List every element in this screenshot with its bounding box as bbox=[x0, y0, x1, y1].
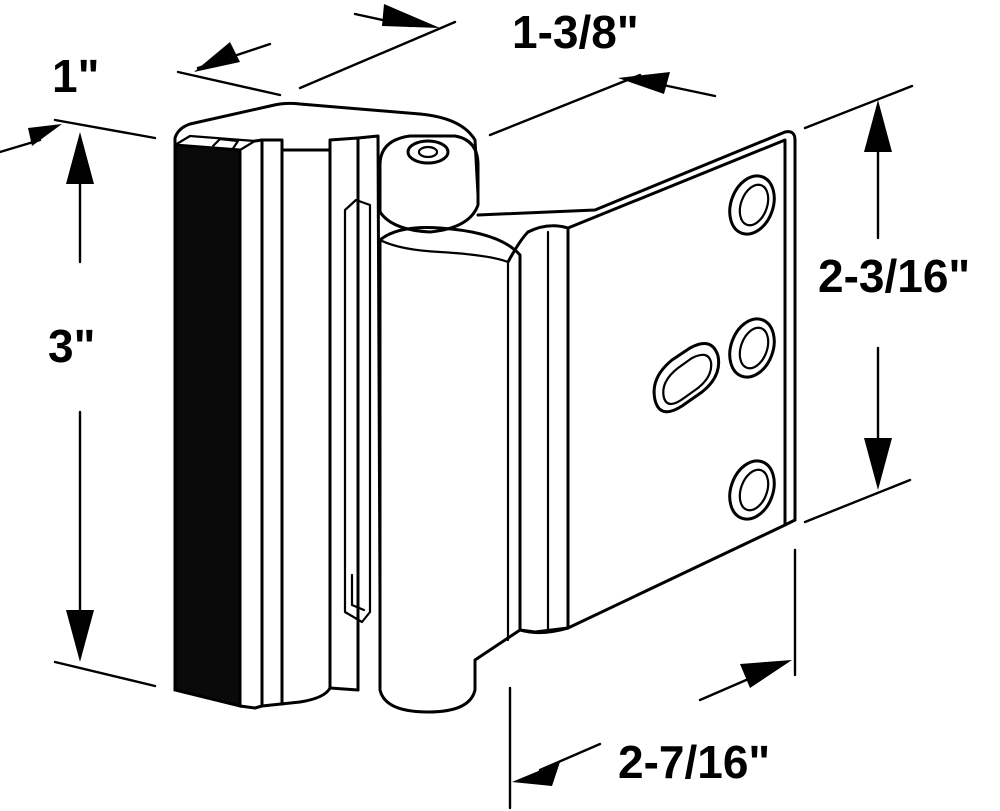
pivot-hole-inner bbox=[417, 145, 439, 159]
latch-rib-1 bbox=[238, 148, 257, 710]
screw-hole-middle bbox=[728, 317, 776, 379]
barrel-neck bbox=[506, 230, 530, 264]
barrel-highlight bbox=[378, 238, 510, 642]
plate-flange bbox=[518, 224, 570, 634]
knuckle-top bbox=[378, 134, 480, 234]
dim-plate-height-ext-top bbox=[803, 84, 914, 130]
pivot-knuckle bbox=[378, 134, 480, 234]
dim-height-arrow-bottom bbox=[66, 610, 94, 662]
swing-arm bbox=[378, 226, 530, 714]
plate-side-bottom bbox=[783, 518, 797, 527]
dim-height-label: 3" bbox=[48, 320, 95, 372]
dim-plate-height: 2-3/16" bbox=[803, 84, 970, 524]
latch-rib-4 bbox=[280, 148, 332, 690]
dim-plate-width-arrow-mid bbox=[382, 4, 440, 28]
latch-slot-detail bbox=[350, 573, 366, 612]
dim-plate-height-label: 2-3/16" bbox=[818, 250, 970, 302]
dim-plate-width: 1-3/8" bbox=[176, 4, 717, 137]
dim-plate-width-label: 1-3/8" bbox=[512, 6, 639, 58]
dim-plate-height-ext-bottom bbox=[803, 478, 912, 524]
dim-height: 3" bbox=[48, 132, 157, 688]
latch-rib-3 bbox=[260, 138, 284, 706]
dim-plate-width-arrow-right bbox=[618, 72, 670, 94]
screw-hole-top bbox=[728, 174, 776, 236]
rubber-bumper bbox=[173, 143, 242, 708]
dim-overall-width-arrow-left bbox=[512, 762, 560, 786]
plate-bottom-fold bbox=[518, 626, 570, 635]
dim-plate-height-arrow-top bbox=[864, 100, 892, 152]
latch-bottom-edge bbox=[260, 686, 332, 708]
dim-depth-extension bbox=[53, 118, 157, 140]
screw-hole-bottom bbox=[728, 459, 776, 521]
dim-depth-label: 1" bbox=[52, 50, 99, 102]
slot-hole bbox=[652, 342, 721, 414]
dim-overall-width-arrow-right bbox=[740, 660, 792, 688]
latch-body bbox=[173, 101, 480, 710]
plate-top-edge bbox=[476, 130, 797, 522]
dim-height-arrow-top bbox=[66, 132, 94, 184]
dim-overall-width: 2-7/16" bbox=[508, 548, 797, 810]
latch-rib-5 bbox=[328, 136, 360, 692]
dim-depth: 1" bbox=[0, 50, 157, 154]
latch-slot bbox=[343, 198, 372, 624]
dim-plate-width-ext-right bbox=[488, 73, 642, 137]
dim-plate-width-ext-left bbox=[176, 70, 282, 97]
swing-arm-barrel bbox=[378, 226, 522, 714]
latch-rib-2 bbox=[253, 138, 264, 710]
dim-plate-width-line bbox=[298, 20, 457, 90]
bumper-notch bbox=[211, 137, 240, 152]
latch-rib-5-bottom bbox=[328, 686, 360, 692]
dim-plate-height-arrow-bottom bbox=[864, 438, 892, 490]
mounting-plate bbox=[476, 130, 797, 635]
pivot-hole bbox=[406, 139, 450, 165]
dim-plate-width-arrow-left bbox=[194, 42, 240, 72]
dim-overall-width-label: 2-7/16" bbox=[618, 736, 770, 788]
latch-top-cap bbox=[173, 101, 480, 197]
plate-face bbox=[566, 138, 787, 630]
dim-overall-width-leader-left bbox=[538, 742, 602, 772]
dim-height-bottom-extension bbox=[53, 660, 157, 688]
dim-depth-arrow bbox=[28, 124, 62, 146]
